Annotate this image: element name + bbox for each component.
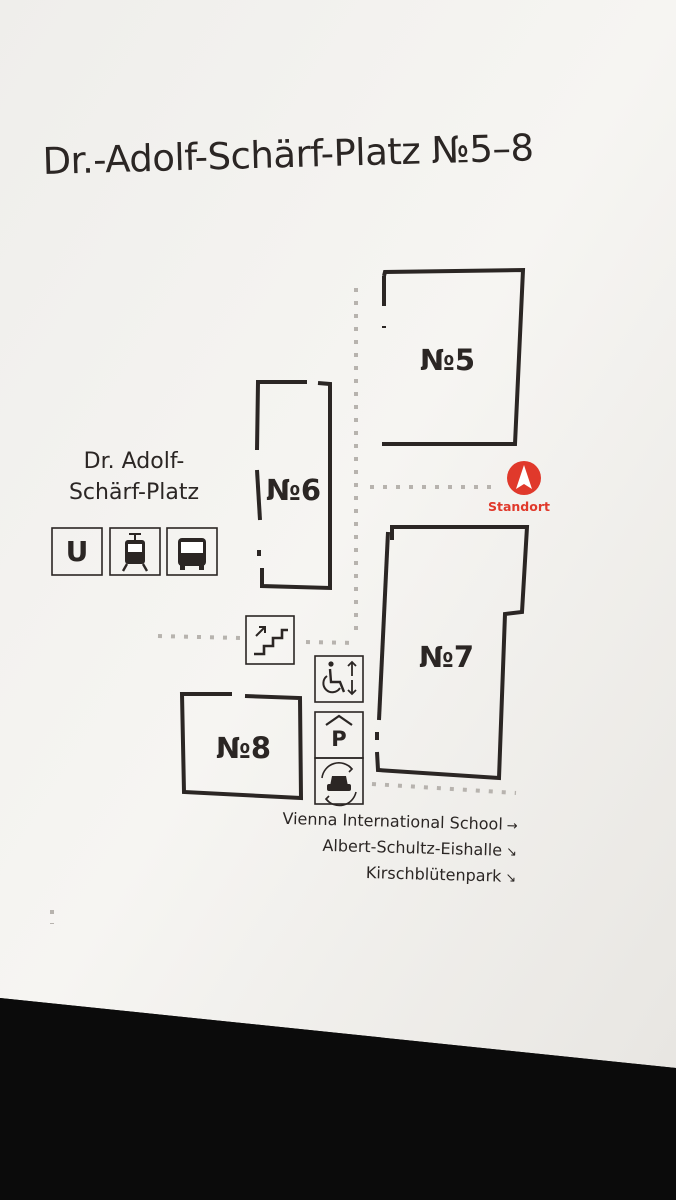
sign-board — [0, 0, 676, 1068]
building-6-outline[interactable] — [255, 380, 332, 591]
arrow-right-icon: → — [506, 818, 518, 834]
place-name-label: Dr. Adolf- Schärf-Platz — [44, 446, 224, 508]
building-6-label[interactable]: №6 — [266, 473, 322, 507]
arrow-down-right-icon: ↘ — [505, 844, 518, 860]
direction-label: Vienna International School — [282, 808, 504, 834]
tram-icon — [109, 527, 161, 576]
walkway-west — [157, 634, 241, 640]
sign-frame — [0, 998, 676, 1200]
direction-label: Albert-Schultz-Eishalle — [322, 835, 503, 860]
wheelchair-elevator-icon — [314, 655, 364, 703]
place-name-line2: Schärf-Platz — [68, 480, 200, 505]
walkway-paths — [50, 288, 517, 924]
building-8-label[interactable]: №8 — [216, 731, 272, 765]
building-7-label[interactable]: №7 — [419, 640, 475, 674]
subway-letter: U — [65, 535, 89, 568]
building-5-label[interactable]: №5 — [420, 343, 476, 377]
directions-list: Vienna International School→ Albert-Schu… — [178, 804, 518, 891]
subway-u-icon — [51, 527, 103, 576]
direction-label: Kirschblütenpark — [365, 863, 502, 886]
building-7-outline[interactable] — [375, 525, 530, 781]
building-8-outline[interactable] — [179, 692, 304, 801]
walkway-center — [305, 640, 357, 645]
standort-marker-icon — [507, 461, 541, 495]
standort-label: Standort — [488, 499, 550, 514]
stairs-icon — [245, 615, 295, 665]
bus-icon — [166, 527, 218, 576]
walkway-south — [371, 782, 517, 795]
arrow-down-right-icon: ↘ — [505, 870, 517, 886]
car-wash-icon — [314, 757, 364, 807]
building-5-outline[interactable] — [382, 267, 526, 446]
place-name-line1: Dr. Adolf- — [83, 449, 185, 474]
parking-letter: P — [331, 727, 347, 751]
